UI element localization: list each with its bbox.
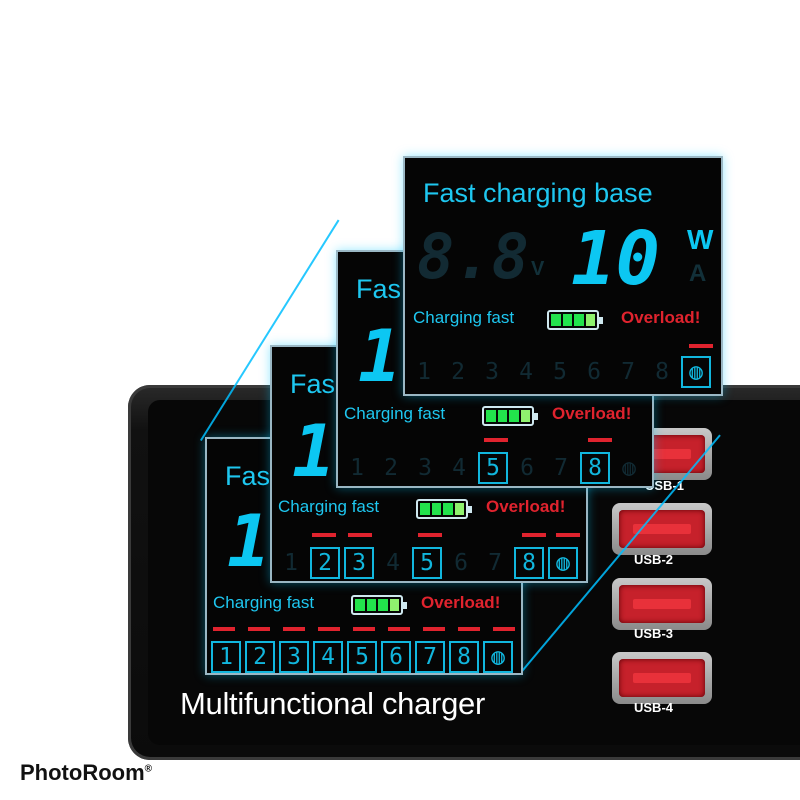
- status-text: Charging fast: [213, 593, 315, 612]
- port-indicator: 4: [452, 455, 466, 481]
- port-indicator: 1: [284, 550, 298, 576]
- port-indicator: 2: [245, 641, 275, 673]
- port-indicator: 1: [417, 359, 431, 385]
- overload-bar: [312, 533, 336, 537]
- power-digits: 1: [227, 499, 271, 583]
- usb-port-1-label: USB-1: [645, 478, 685, 493]
- overload-bars: [213, 627, 517, 631]
- overload-bar: [556, 533, 580, 537]
- port-indicator-row: 1 2 3 4 5 6 7 8 ◍: [211, 641, 513, 673]
- panel-title: Fas: [225, 461, 271, 491]
- usb-port-3-label: USB-3: [634, 626, 674, 641]
- overload-bar: [484, 438, 508, 442]
- overload-bar: [522, 533, 546, 537]
- port-indicator: 3: [485, 359, 499, 385]
- battery-icon: [351, 595, 407, 615]
- power-digits: 1: [358, 314, 402, 398]
- status-text: Charging fast: [413, 308, 515, 327]
- unit-amps: A: [689, 260, 707, 287]
- port-indicator-row: 1 2 3 4 5 6 7 8 ◍: [342, 452, 644, 484]
- photoroom-watermark: PhotoRoom®: [20, 760, 152, 786]
- voltage-unit: V: [531, 258, 545, 280]
- wireless-charging-icon: ◍: [681, 356, 711, 388]
- overload-bar: [588, 438, 612, 442]
- panel-title: Fas: [290, 369, 336, 399]
- panel-title: Fast charging base: [423, 178, 653, 208]
- wireless-charging-icon: ◍: [483, 641, 513, 673]
- usb-port-4: [612, 652, 712, 704]
- port-indicator: 5: [553, 359, 567, 385]
- product-label: Multifunctional charger: [180, 686, 485, 721]
- port-indicator: 7: [621, 359, 635, 385]
- wireless-charging-icon: ◍: [548, 547, 578, 579]
- power-digits: 1: [292, 409, 336, 493]
- power-digits: 10: [571, 216, 661, 302]
- voltage-digits: 8.8: [417, 220, 529, 293]
- overload-bar: [418, 533, 442, 537]
- port-indicator: 7: [488, 550, 502, 576]
- port-indicator: 3: [418, 455, 432, 481]
- usb-port-2: [612, 503, 712, 555]
- port-indicator-row: 1 2 3 4 5 6 7 8 ◍: [409, 356, 711, 388]
- port-indicator: 6: [381, 641, 411, 673]
- port-indicator: 8: [449, 641, 479, 673]
- port-indicator: 7: [415, 641, 445, 673]
- port-indicator: 2: [310, 547, 340, 579]
- watermark-text: PhotoRoom: [20, 760, 145, 785]
- port-indicator: 1: [211, 641, 241, 673]
- port-indicator: 4: [313, 641, 343, 673]
- status-text: Charging fast: [278, 497, 380, 516]
- usb-port-3: [612, 578, 712, 630]
- port-indicator: 2: [384, 455, 398, 481]
- status-text: Charging fast: [344, 404, 446, 423]
- battery-icon: [416, 499, 472, 519]
- port-indicator: 3: [344, 547, 374, 579]
- overload-warning: Overload!: [621, 308, 701, 327]
- registered-mark: ®: [144, 763, 153, 775]
- port-indicator: 6: [520, 455, 534, 481]
- port-indicator: 5: [478, 452, 508, 484]
- port-indicator: 6: [587, 359, 601, 385]
- unit-watts: W: [687, 224, 714, 255]
- port-indicator: 8: [580, 452, 610, 484]
- overload-warning: Overload!: [421, 593, 501, 612]
- lcd-panel-1: Fast charging base 8.8 V 10 W A Charging…: [403, 156, 723, 396]
- port-indicator: 2: [451, 359, 465, 385]
- usb-port-2-label: USB-2: [634, 552, 674, 567]
- port-indicator: 5: [347, 641, 377, 673]
- overload-bar: [689, 344, 713, 348]
- overload-bar: [348, 533, 372, 537]
- port-indicator: 4: [519, 359, 533, 385]
- overload-warning: Overload!: [552, 404, 632, 423]
- wireless-charging-icon: ◍: [622, 455, 636, 481]
- port-indicator: 3: [279, 641, 309, 673]
- port-indicator: 8: [514, 547, 544, 579]
- battery-icon: [482, 406, 538, 426]
- port-indicator: 7: [554, 455, 568, 481]
- port-indicator: 4: [386, 550, 400, 576]
- port-indicator-row: 1 2 3 4 5 6 7 8 ◍: [276, 547, 578, 579]
- port-indicator: 1: [350, 455, 364, 481]
- panel-title: Fas: [356, 274, 402, 304]
- battery-icon: [547, 310, 603, 330]
- port-indicator: 6: [454, 550, 468, 576]
- overload-warning: Overload!: [486, 497, 566, 516]
- port-indicator: 5: [412, 547, 442, 579]
- port-indicator: 8: [655, 359, 669, 385]
- usb-port-4-label: USB-4: [634, 700, 674, 715]
